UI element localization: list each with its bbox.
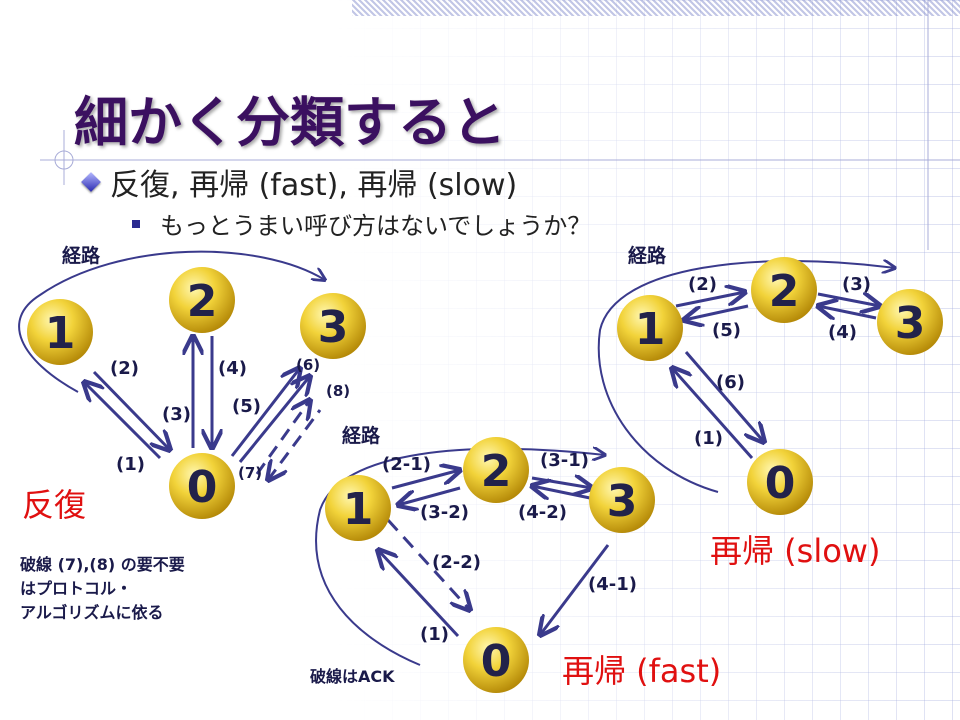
fast-caption: 再帰 (fast) <box>562 652 721 690</box>
fast-node-3-label: 3 <box>607 476 638 527</box>
fast-edge-3-1-label: (3-1) <box>540 450 589 471</box>
iter-edge-2 <box>92 370 170 450</box>
slow-edge-6-label: (6) <box>716 372 745 393</box>
fast-node-1-label: 1 <box>343 484 374 535</box>
fast-edge-4-1 <box>540 544 610 635</box>
square-bullet-icon <box>132 219 140 228</box>
slow-route-curve <box>597 261 895 493</box>
iter-node-0-label: 0 <box>187 462 218 513</box>
iter-edge-6 <box>238 376 310 463</box>
fast-edge-2-2 <box>386 518 470 610</box>
fast-edge-2-2-label: (2-2) <box>432 552 481 573</box>
fast-edge-2-1-label: (2-1) <box>382 454 431 475</box>
slow-edge-1-label: (1) <box>694 428 723 449</box>
iter-note-line-1: 破線 (7),(8) の要不要 <box>20 555 185 574</box>
fast-edge-4-1-label: (4-1) <box>588 574 637 595</box>
slow-node-2 <box>751 257 817 323</box>
slow-edge-4-label: (4) <box>828 322 857 343</box>
fast-edge-1-label: (1) <box>420 624 449 645</box>
slow-node-3 <box>877 289 943 355</box>
slow-node-3-label: 3 <box>895 298 926 349</box>
iter-note-line-3: アルゴリズムに依る <box>20 603 164 622</box>
slide-title: 細かく分類すると <box>74 91 506 154</box>
fast-route-label: 経路 <box>342 424 381 447</box>
iter-node-2-label: 2 <box>187 276 218 327</box>
fast-node-0-label: 0 <box>481 636 512 687</box>
slow-node-0-label: 0 <box>765 458 796 509</box>
iter-edge-5 <box>230 368 300 457</box>
slow-edge-2 <box>675 292 745 308</box>
iter-route-curve <box>18 250 325 393</box>
iter-node-3-label: 3 <box>318 302 349 353</box>
iter-edge-7-label: (7) <box>238 464 262 482</box>
fast-edge-2-1 <box>391 470 460 490</box>
slow-edge-5 <box>684 304 749 320</box>
iter-route-label: 経路 <box>62 244 101 267</box>
slow-edge-1 <box>672 368 754 459</box>
iter-edge-7 <box>268 409 322 480</box>
iter-caption: 反復 <box>22 486 86 524</box>
bullet-sub-text: もっとうまい呼び方はないでしょうか？ <box>160 212 592 240</box>
fast-edge-4-2-label: (4-2) <box>518 502 567 523</box>
top-pattern-band <box>352 0 960 16</box>
fast-note: 破線はACK <box>310 667 395 686</box>
slow-node-1 <box>617 295 683 361</box>
slow-edge-3 <box>817 294 880 306</box>
fast-node-0 <box>463 627 529 693</box>
slow-edge-5-label: (5) <box>712 320 741 341</box>
iter-edge-2-label: (2) <box>110 358 139 379</box>
iter-edge-8 <box>255 400 310 475</box>
slow-edge-6 <box>684 351 764 442</box>
fast-node-3 <box>589 467 655 533</box>
iter-node-1-label: 1 <box>45 308 76 359</box>
slow-node-2-label: 2 <box>769 266 800 317</box>
iter-note-line-2: はプロトコル・ <box>20 579 132 598</box>
slow-edge-2-label: (2) <box>688 274 717 295</box>
fast-edge-1 <box>378 550 460 638</box>
slow-edge-4 <box>818 306 877 318</box>
slow-caption: 再帰 (slow) <box>710 532 880 570</box>
slow-route-label: 経路 <box>628 244 667 267</box>
iter-node-3 <box>300 293 366 359</box>
fast-node-1 <box>325 475 391 541</box>
bullet-main-text: 反復, 再帰 (fast), 再帰 (slow) <box>110 168 518 203</box>
fast-edge-4-2 <box>532 486 591 498</box>
iter-edge-8-label: (8) <box>326 382 350 400</box>
fast-node-2-label: 2 <box>481 446 512 497</box>
iter-edge-1-label: (1) <box>116 454 145 475</box>
iter-edge-3-label: (3) <box>162 404 191 425</box>
bullet-sub: もっとうまい呼び方はないでしょうか？ <box>132 206 591 241</box>
iter-node-2 <box>169 267 235 333</box>
iter-edge-6-label: (6) <box>296 356 320 374</box>
iter-edge-4-label: (4) <box>218 358 247 379</box>
iter-edge-5-label: (5) <box>232 396 261 417</box>
iter-edge-1 <box>84 382 162 460</box>
iter-node-1 <box>27 299 93 365</box>
fast-edge-3-2-label: (3-2) <box>420 502 469 523</box>
slow-edge-3-label: (3) <box>842 274 871 295</box>
fast-node-2 <box>463 437 529 503</box>
slow-node-0 <box>747 449 813 515</box>
bullet-main: 反復, 再帰 (fast), 再帰 (slow) <box>81 160 518 204</box>
slow-node-1-label: 1 <box>635 304 666 355</box>
iter-node-0 <box>169 453 235 519</box>
fast-edge-3-2 <box>398 486 461 505</box>
decor-circle <box>54 150 74 170</box>
